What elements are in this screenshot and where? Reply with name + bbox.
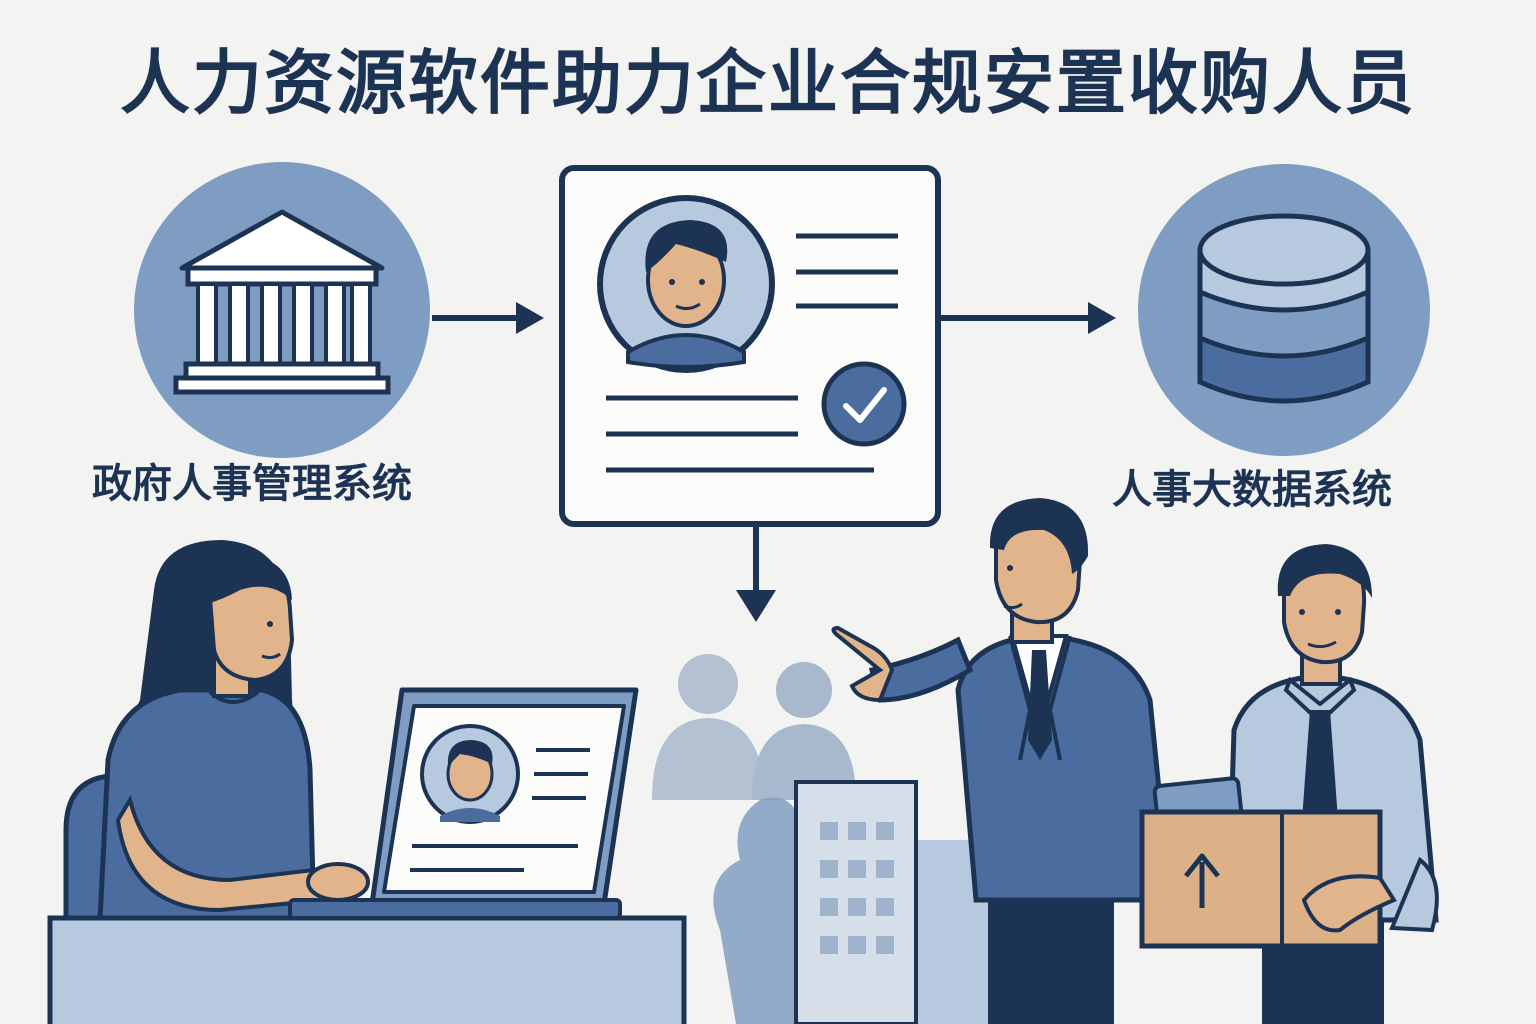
employee-profile-card-icon bbox=[559, 165, 941, 527]
left-node-label: 政府人事管理系统 bbox=[92, 461, 412, 507]
desk bbox=[47, 915, 687, 1024]
acquired-employee-man bbox=[1152, 544, 1439, 1024]
page-title: 人力资源软件助力企业合规安置收购人员 bbox=[120, 42, 1416, 124]
arrow-card-to-right bbox=[940, 302, 1116, 334]
government-building-icon bbox=[134, 162, 430, 458]
hr-staff-woman bbox=[63, 540, 370, 933]
moving-box-icon bbox=[1139, 809, 1439, 949]
arrow-left-to-card bbox=[432, 302, 544, 334]
manager-man bbox=[831, 498, 1173, 1024]
check-circle-icon bbox=[821, 361, 907, 447]
right-node-label: 人事大数据系统 bbox=[1112, 467, 1392, 513]
laptop-icon bbox=[288, 687, 639, 920]
office-building-icon bbox=[794, 780, 918, 1024]
database-icon bbox=[1138, 164, 1430, 456]
